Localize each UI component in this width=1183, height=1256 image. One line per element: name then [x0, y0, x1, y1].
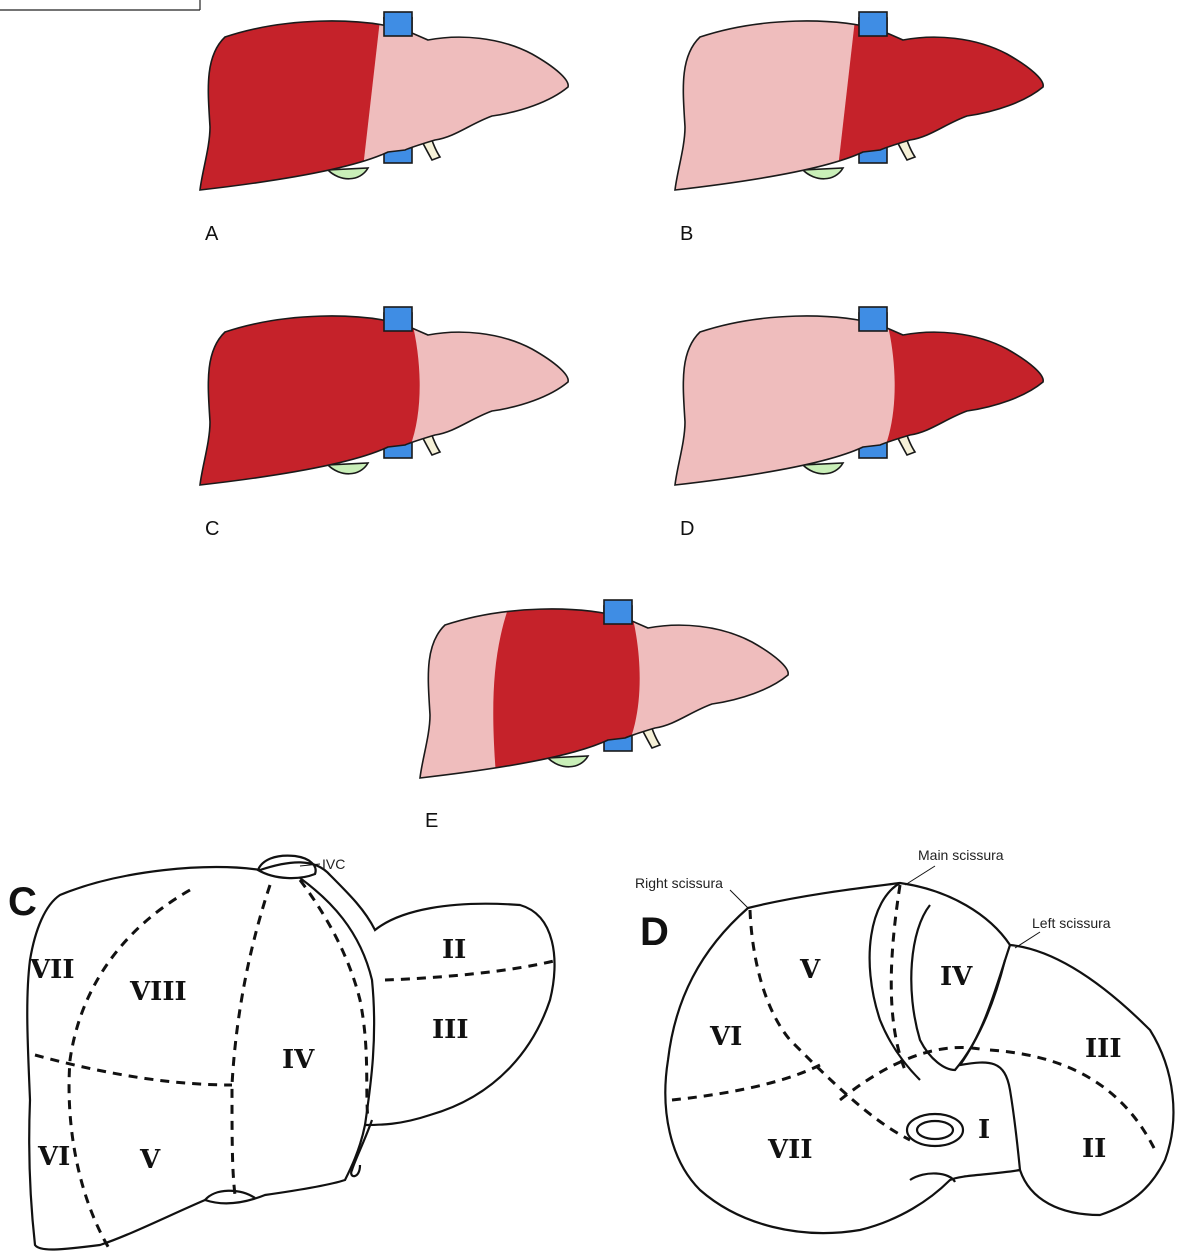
ivc-top-shape	[384, 12, 412, 36]
inf-segment-i-label: I	[978, 1115, 990, 1145]
inf-segment-iii-label: III	[1085, 1034, 1122, 1064]
inf-segment-v-label: V	[799, 955, 821, 985]
panel-a	[190, 2, 590, 212]
panel-e	[410, 590, 810, 800]
panel-e-label: E	[425, 810, 438, 832]
main-scissura-callout: Main scissura	[918, 847, 1004, 863]
ivc-top-shape	[859, 307, 887, 331]
inf-segment-vii-label: VII	[767, 1135, 813, 1165]
panel-b-label: B	[680, 223, 693, 245]
inf-segment-iv-label: IV	[940, 962, 973, 992]
segment-iii-label: III	[432, 1015, 469, 1045]
segment-viii-label: VIII	[129, 977, 187, 1007]
panel-b	[665, 2, 1065, 212]
panel-d-label: D	[680, 518, 694, 540]
segment-iv-label: IV	[282, 1045, 315, 1075]
inf-segment-ii-label: II	[1082, 1134, 1106, 1164]
ivc-top-shape	[604, 600, 632, 624]
panel-c	[190, 297, 590, 507]
ivc-top-shape	[859, 12, 887, 36]
segment-vi-label: VI	[37, 1142, 70, 1172]
segment-vii-label: VII	[29, 955, 75, 985]
panel-c-label: C	[205, 518, 219, 540]
ivc-callout: IVC	[322, 856, 345, 872]
panel-a-label: A	[205, 223, 219, 245]
inf-segment-vi-label: VI	[709, 1022, 742, 1052]
anterior-segment-diagram: C IVC VII VIII IV VI V II III	[8, 856, 558, 1250]
inferior-view-label: D	[640, 910, 669, 954]
anterior-view-label: C	[8, 880, 37, 924]
ivc-top-shape	[384, 307, 412, 331]
header-fragment	[0, 0, 200, 10]
panel-d	[665, 297, 1065, 507]
segment-v-label: V	[139, 1145, 161, 1175]
right-scissura-callout: Right scissura	[635, 875, 723, 891]
inferior-segment-diagram: D Right scissura Main scissura Left scis…	[635, 847, 1173, 1233]
segment-ii-label: II	[442, 935, 466, 965]
left-scissura-callout: Left scissura	[1032, 915, 1111, 931]
